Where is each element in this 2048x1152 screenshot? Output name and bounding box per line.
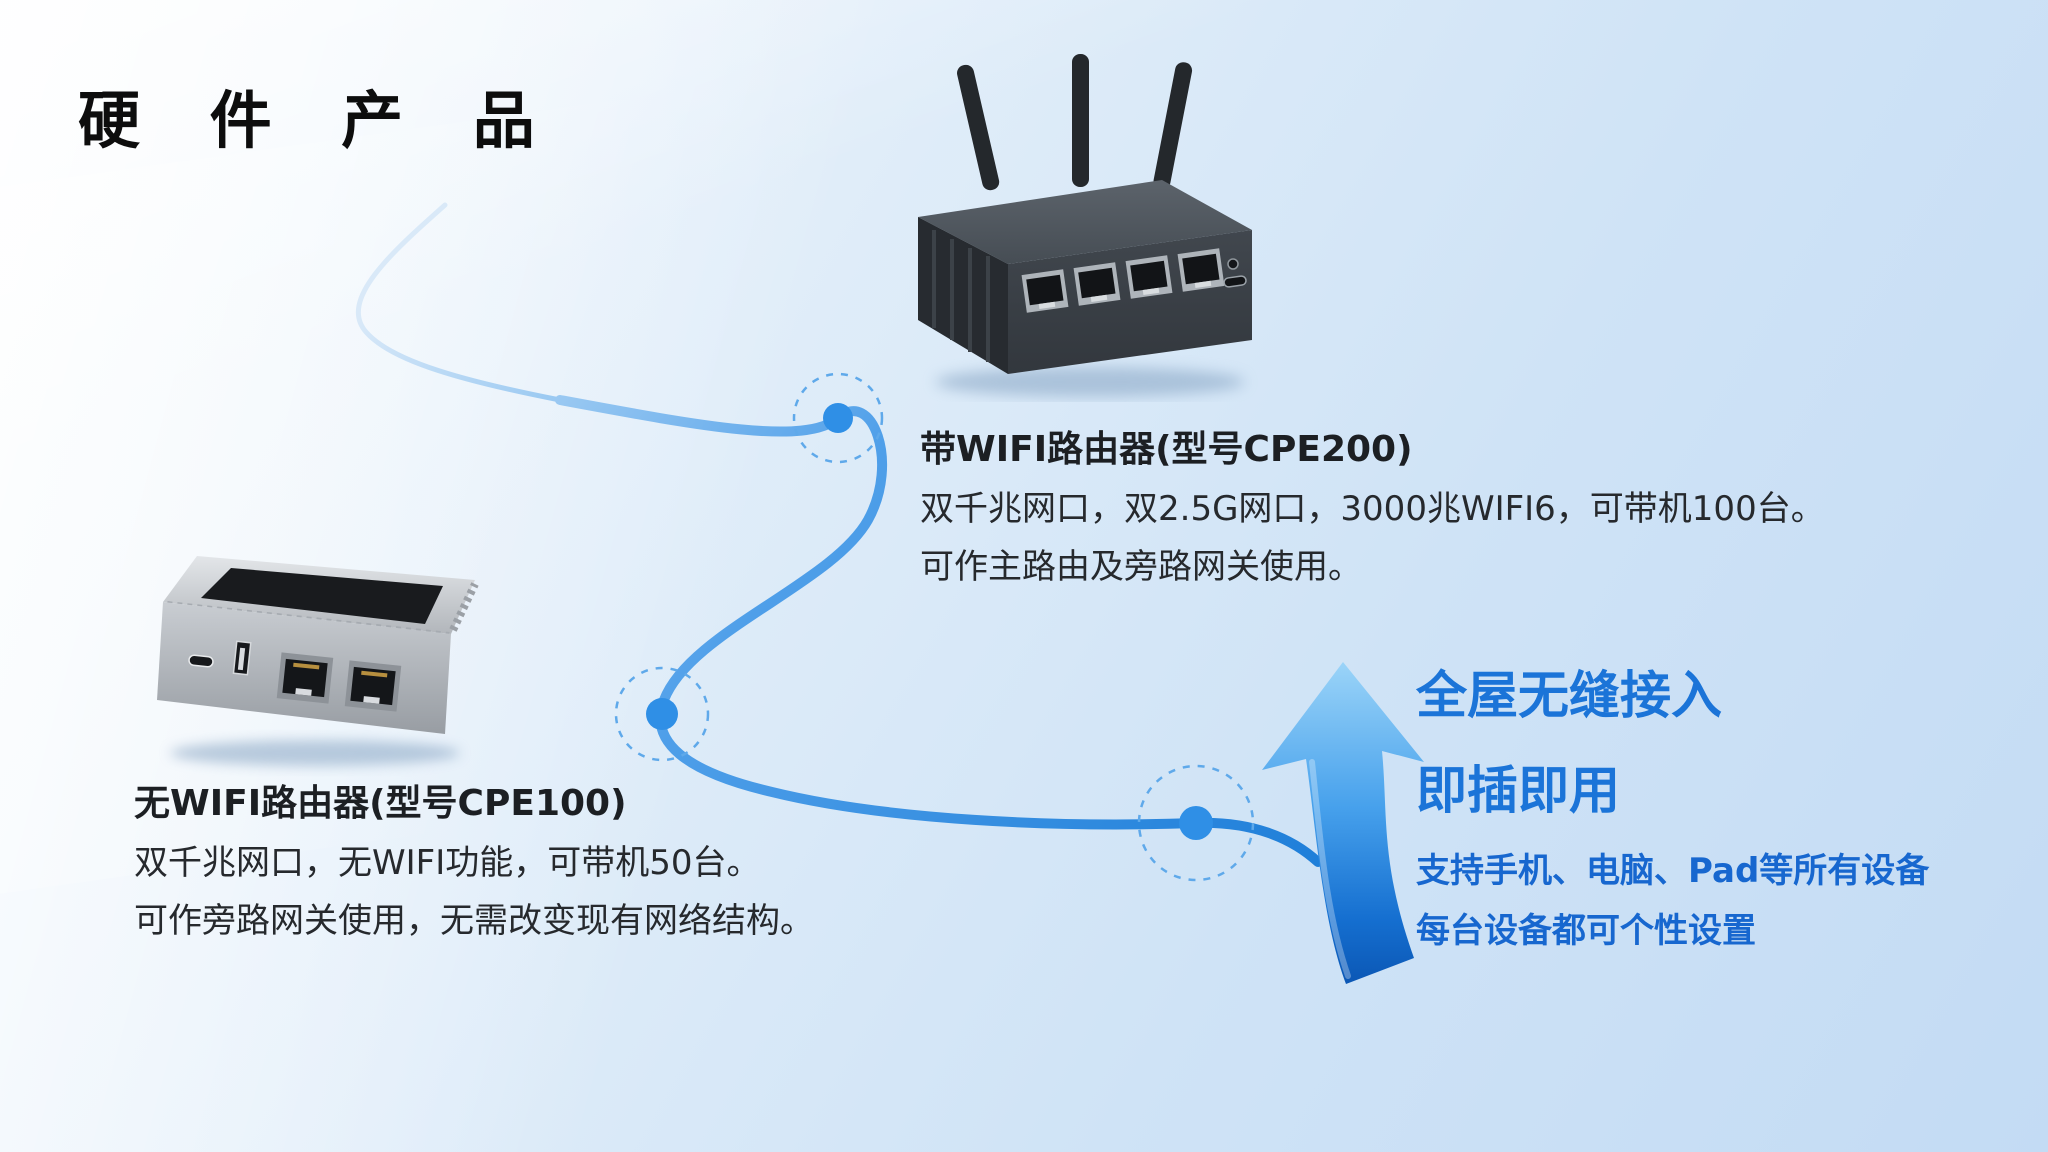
features-block: 全屋无缝接入 即插即用 支持手机、电脑、Pad等所有设备 每台设备都可个性设置 [1416, 668, 1929, 969]
cpe100-label-block: 无WIFI路由器(型号CPE100) 双千兆网口，无WIFI功能，可带机50台。… [134, 784, 814, 961]
up-arrow-icon [1262, 662, 1424, 984]
cpe200-shadow [935, 367, 1245, 397]
cpe100-usbc-port [188, 654, 214, 668]
cpe100-top-panel [201, 568, 443, 624]
up-arrow-graphic [1246, 658, 1436, 992]
cpe100-name: 无WIFI路由器(型号CPE100) [134, 783, 627, 824]
curve-node-2 [614, 666, 710, 762]
cpe200-router-image [918, 54, 1252, 397]
cpe200-top-face [918, 180, 1252, 264]
cpe200-left-face [918, 217, 1008, 374]
cpe200-desc-line-1: 双千兆网口，双2.5G网口，3000兆WIFI6，可带机100台。 [920, 488, 1825, 529]
feature-headline-1: 全屋无缝接入 [1416, 667, 1723, 726]
curve-node-1 [792, 372, 884, 464]
cpe100-desc-line-2: 可作旁路网关使用，无需改变现有网络结构。 [134, 900, 814, 941]
cpe100-usb-port [232, 640, 252, 676]
cpe100-ethernet-port-2 [344, 660, 402, 712]
feature-line-1: 支持手机、电脑、Pad等所有设备 [1416, 851, 1930, 892]
cpe200-ethernet-ports [1021, 248, 1225, 313]
feature-headline-2: 即插即用 [1416, 762, 1621, 822]
cpe200-label-block: 带WIFI路由器(型号CPE200) 双千兆网口，双2.5G网口，3000兆WI… [920, 430, 1825, 607]
cpe200-usbc-port [1223, 275, 1247, 288]
cpe200-reset-button [1227, 258, 1239, 270]
cpe200-heatsink-fins [932, 230, 990, 362]
curve-node-3 [1137, 764, 1255, 882]
cpe200-antennas [957, 54, 1193, 191]
cpe200-desc-line-2: 可作主路由及旁路网关使用。 [920, 546, 1362, 587]
cpe100-shadow [170, 740, 460, 766]
feature-line-2: 每台设备都可个性设置 [1416, 910, 1756, 951]
cpe100-side-fins [449, 582, 479, 632]
cpe200-name: 带WIFI路由器(型号CPE200) [920, 429, 1413, 470]
cpe100-ethernet-port-1 [276, 652, 334, 704]
cpe100-router-image [157, 556, 479, 766]
curve-thin-segment [355, 202, 563, 403]
cpe100-desc-line-1: 双千兆网口，无WIFI功能，可带机50台。 [134, 842, 761, 883]
page-title: 硬 件 产 品 [78, 84, 559, 157]
